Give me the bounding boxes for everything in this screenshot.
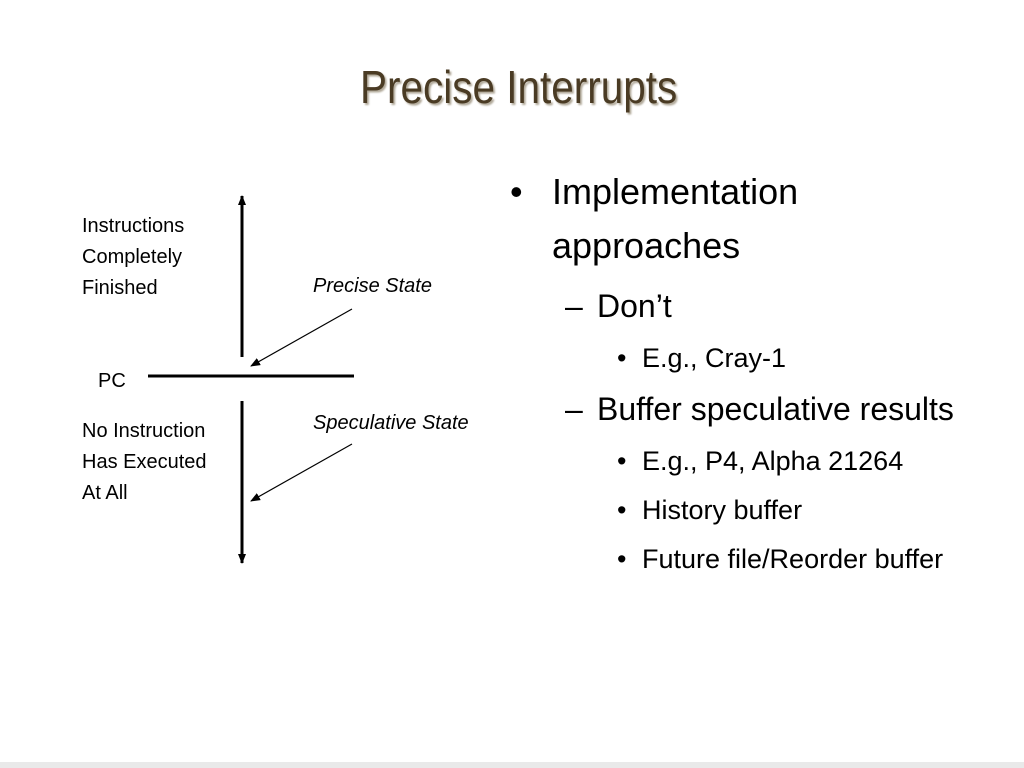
bullet-list: Implementation approaches – Don’t • E.g.… xyxy=(510,165,1010,577)
subbullet-buffer-text: Buffer speculative results xyxy=(597,391,954,427)
subbullet-dont-text: Don’t xyxy=(597,288,672,324)
dot-marker: • xyxy=(617,446,627,476)
subbullet-buffer: – Buffer speculative results xyxy=(510,388,1010,430)
subsubbullet-p4-text: E.g., P4, Alpha 21264 xyxy=(642,446,904,476)
subsubbullet-history-text: History buffer xyxy=(642,495,803,525)
speculative-state-label: Speculative State xyxy=(313,412,469,434)
not-executed-line-2: Has Executed xyxy=(82,451,207,473)
dash-marker: – xyxy=(565,288,583,324)
completed-line-1: Instructions xyxy=(82,215,185,237)
not-executed-line-1: No Instruction xyxy=(82,420,206,442)
footer-bar xyxy=(0,762,1024,768)
bullet-line-1: Implementation xyxy=(552,171,799,212)
completed-instructions-label: Instructions Completely Finished xyxy=(82,211,184,304)
precise-state-pointer xyxy=(250,308,353,367)
not-executed-label: No Instruction Has Executed At All xyxy=(82,416,207,509)
dash-marker: – xyxy=(565,391,583,427)
slide-title: Precise Interrupts xyxy=(360,61,678,113)
pc-label: PC xyxy=(98,370,126,392)
bullet-implementation-approaches: Implementation approaches xyxy=(510,165,1010,273)
subsubbullet-p4: • E.g., P4, Alpha 21264 xyxy=(510,443,1010,479)
subsubbullet-history: • History buffer xyxy=(510,492,1010,528)
bullet-line-2: approaches xyxy=(552,225,741,266)
precise-state-label: Precise State xyxy=(313,275,432,297)
subsubbullet-future: • Future file/Reorder buffer xyxy=(510,541,1010,577)
speculative-state-pointer xyxy=(250,443,353,502)
completed-line-2: Completely xyxy=(82,246,183,268)
subsubbullet-cray-text: E.g., Cray-1 xyxy=(642,343,787,373)
completed-line-3: Finished xyxy=(82,277,158,299)
dot-marker: • xyxy=(617,343,627,373)
subsubbullet-future-text: Future file/Reorder buffer xyxy=(642,544,944,574)
subsubbullet-cray: • E.g., Cray-1 xyxy=(510,340,1010,376)
dot-marker: • xyxy=(617,544,627,574)
dot-marker: • xyxy=(617,495,627,525)
subbullet-dont: – Don’t xyxy=(510,285,1010,327)
not-executed-line-3: At All xyxy=(82,482,128,504)
